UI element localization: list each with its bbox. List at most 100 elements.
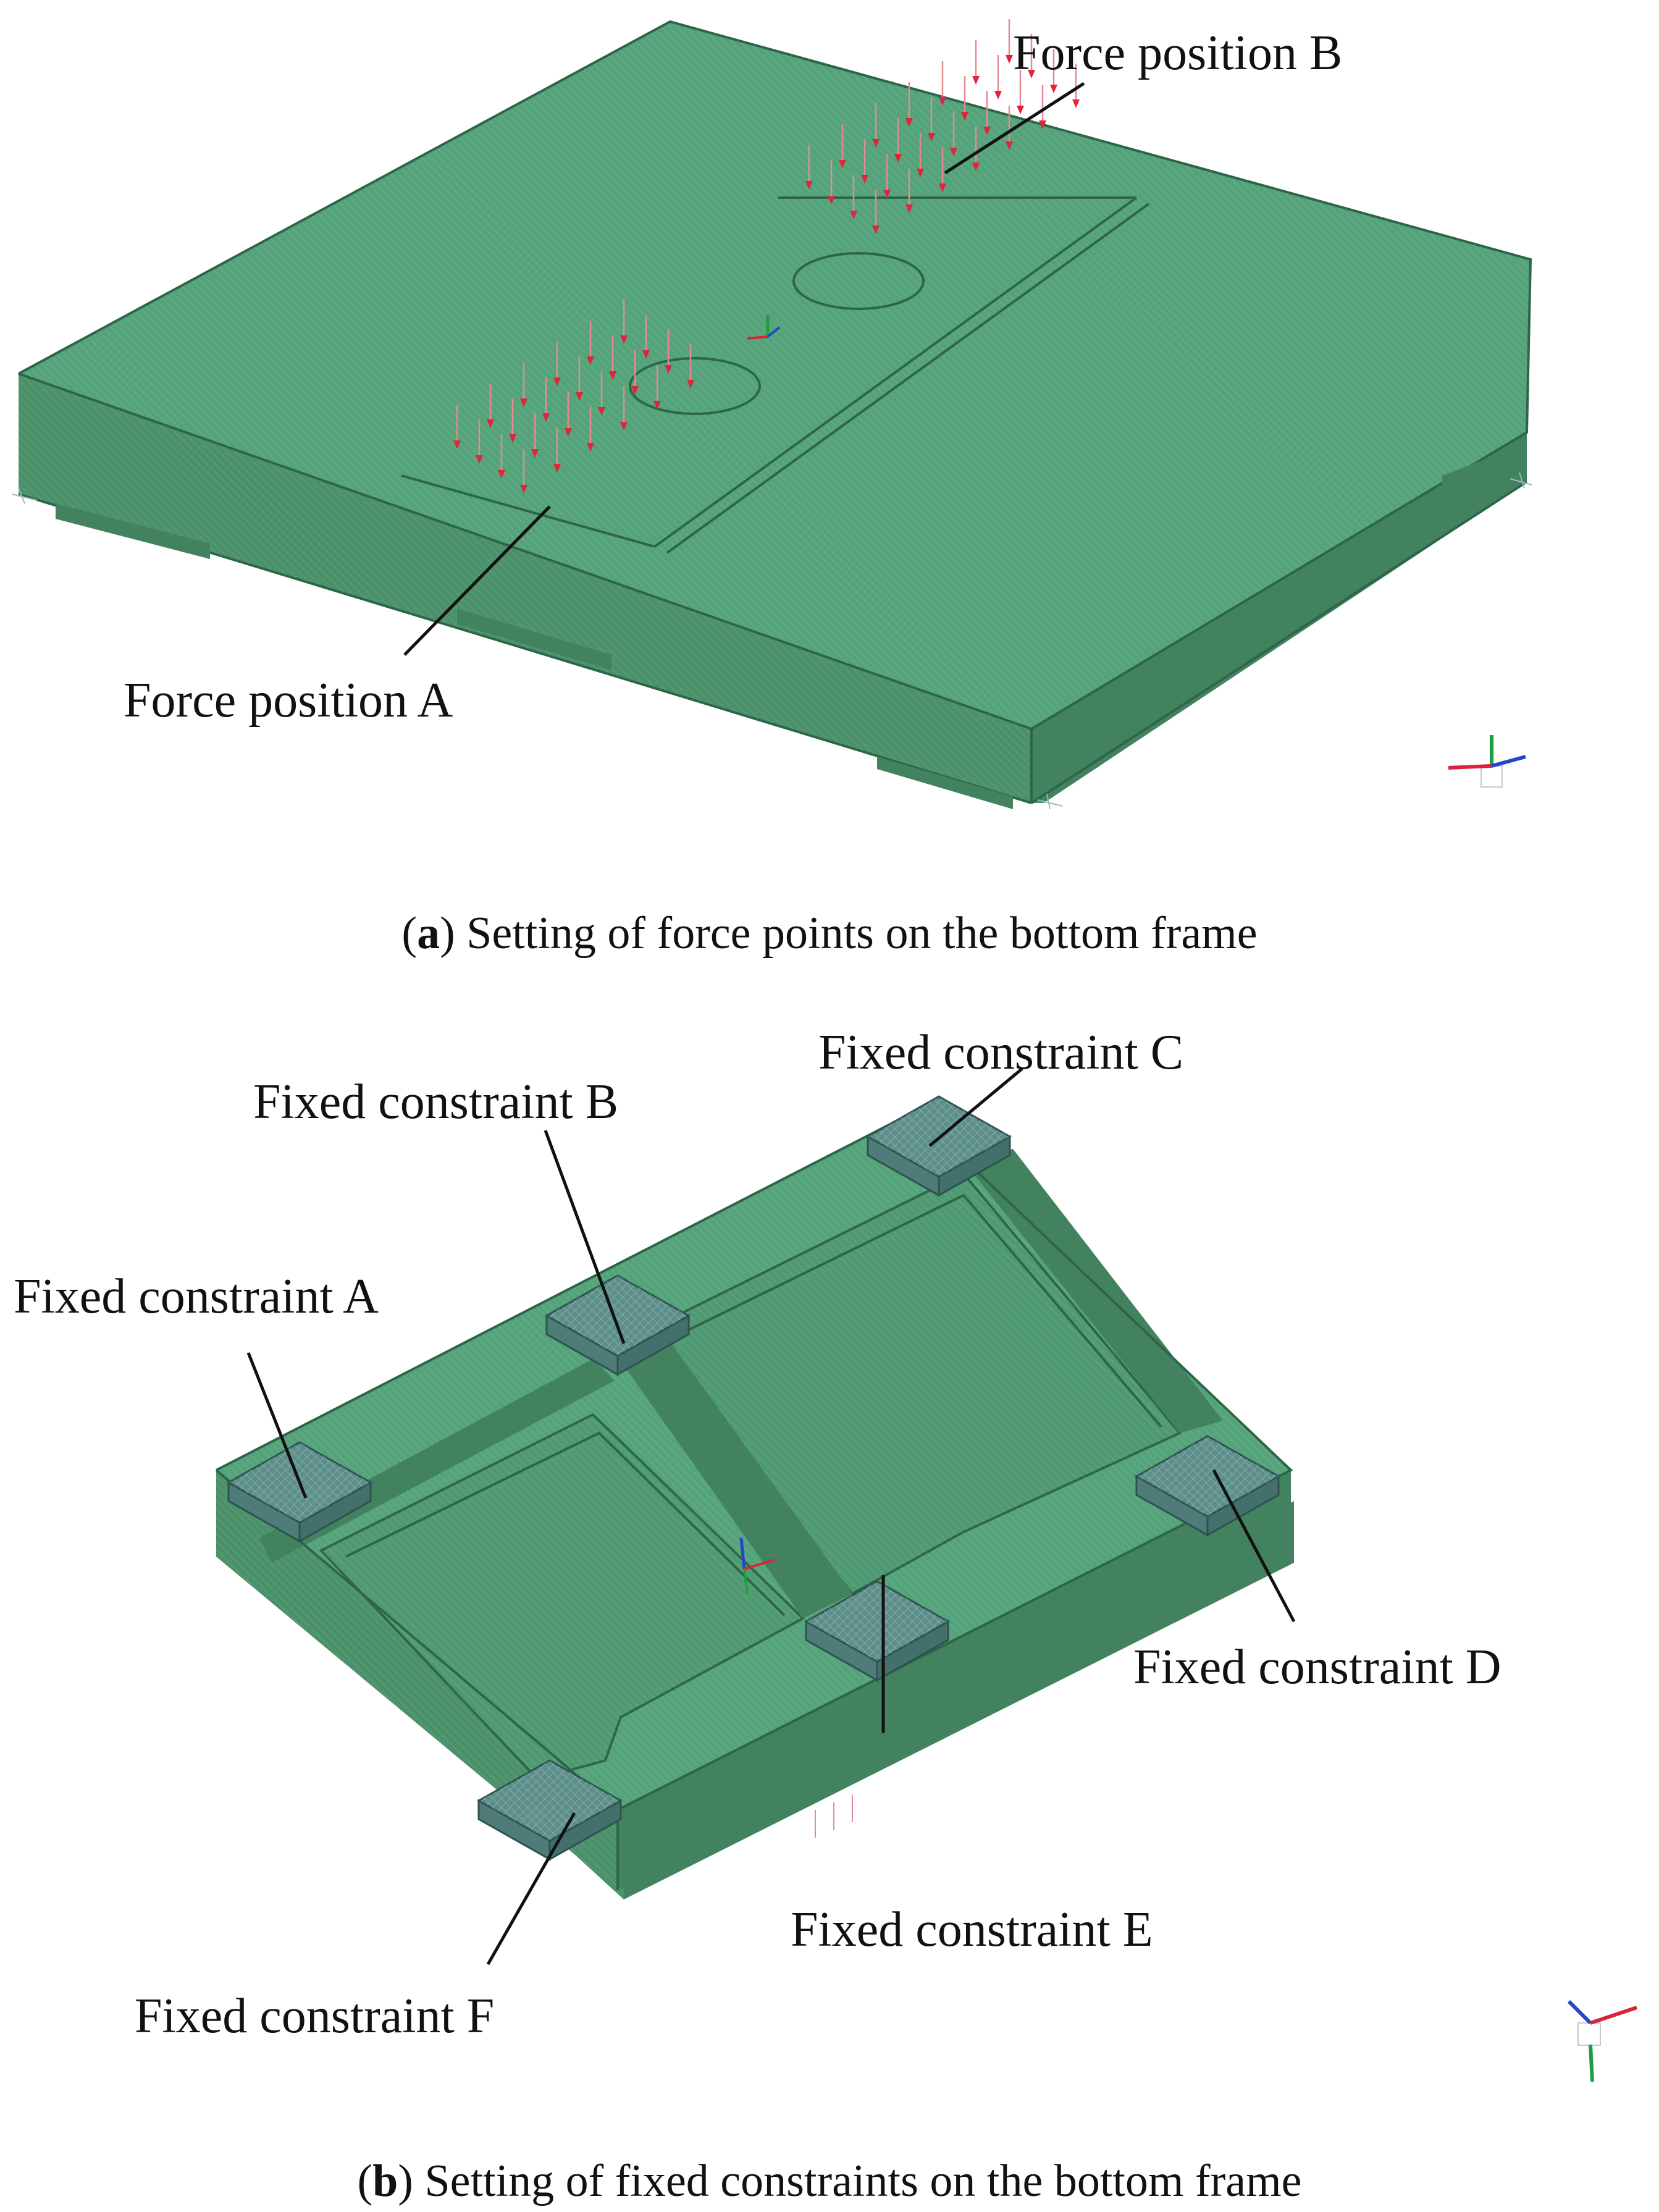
force-arrow-head [917,169,924,177]
force-arrow-head [642,350,650,359]
force-arrow-head [1039,120,1046,129]
pocket-right-rim [666,1193,1162,1428]
frame-b-outline [215,1110,1293,1812]
force-array-b [805,19,1080,234]
constraint-marks-a [12,472,1532,810]
leader-force-a [403,505,551,656]
force-arrow-head [872,139,880,148]
caption-b-text: Setting of fixed constraints on the bott… [424,2156,1301,2206]
label-fixed-constraint-b: Fixed constraint B [253,1075,618,1129]
force-arrow-head [1072,99,1080,108]
force-arrow-head [1050,85,1057,93]
constraint-pad-d [1134,1435,1281,1537]
center-axis-triad-icon-b [739,1537,776,1594]
force-array-a [453,300,694,494]
frame-side-right [1031,432,1527,803]
force-arrow-head [994,91,1002,99]
constraint-pad-b [544,1274,691,1376]
step-line-left [401,474,655,548]
leader-fixed-c [928,1067,1023,1147]
force-arrow-head [905,118,913,127]
label-fixed-constraint-d: Fixed constraint D [1133,1640,1501,1694]
force-arrow-head [872,225,880,234]
force-arrow-head [476,455,483,464]
constraint-pad-mesh [806,1581,948,1662]
leader-fixed-a [246,1352,308,1499]
force-arrow-head [553,464,561,473]
orientation-triad-icon-a [1448,735,1526,788]
force-arrow-head [453,440,461,449]
force-arrow-head [653,401,661,410]
frame-top-mesh-front [19,22,1531,729]
pocket-left-mesh [321,1415,803,1779]
ridge-line-1 [653,196,1138,548]
leader-fixed-f [486,1812,576,1966]
center-axis-triad-icon [747,315,781,340]
force-arrow-head [498,470,505,479]
label-fixed-constraint-e: Fixed constraint E [791,1903,1153,1957]
force-arrow-head [520,485,527,494]
central-rib [593,1303,852,1618]
force-arrow-head [620,422,628,431]
force-arrow-head [542,413,550,422]
force-arrow-head [576,392,583,401]
force-arrow-head [598,407,605,416]
foot-mid [457,608,611,670]
force-arrow-head [1017,106,1024,114]
frame-model-top-view [12,19,1532,810]
caption-a-text: Setting of force points on the bottom fr… [466,908,1257,959]
constraint-pad-f [476,1759,623,1861]
force-arrow-head [1006,55,1013,64]
force-arrow-head [939,97,946,106]
orientation-triad-icon-b [1567,2000,1637,2082]
force-arrow-head [850,211,857,219]
leader-force-b [944,82,1085,175]
panel-a: Force position A Force position B (a) Se… [12,19,1532,959]
frame-outline [18,20,1532,731]
caption-a: (a) Setting of force points on the botto… [401,908,1257,959]
frame-model-bottom-view [215,1095,1294,1899]
force-arrow-head [687,380,694,389]
caption-b: (b) Setting of fixed constraints on the … [357,2156,1301,2206]
constraint-pad-mesh [1136,1436,1279,1516]
frame-b-side-right-face [618,1470,1291,1890]
panel-b: Fixed constraint A Fixed constraint B Fi… [14,1025,1637,2206]
force-arrow-head [587,443,594,452]
pocket-left-rim [345,1431,786,1617]
force-arrow-head [565,428,572,437]
force-arrow-head [983,127,991,135]
force-arrow-head [905,204,913,213]
hole-left [629,357,761,415]
constraint-pad-e [804,1580,951,1682]
force-arrow-head [487,419,494,428]
force-arrow-head [972,162,980,171]
force-arrow-head [894,154,902,162]
leader-fixed-b [544,1130,626,1344]
force-arrow-head [553,377,561,386]
force-arrow-head [631,386,639,395]
force-arrow-head [665,365,672,374]
force-arrow-head [509,434,516,443]
frame-bottom-edge-right [1030,481,1528,804]
force-arrow-head [883,190,891,198]
force-arrow-head [972,76,980,85]
caption-b-letter: b [372,2156,398,2206]
force-arrow-head [609,371,616,380]
ridge-line-2 [666,203,1150,554]
force-hint-marks [815,1794,853,1838]
foot-left [56,503,210,559]
force-arrow-head [1006,141,1013,150]
label-fixed-constraint-f: Fixed constraint F [135,1989,494,2043]
force-arrow-head [961,112,968,120]
label-force-position-b: Force position B [1013,26,1342,80]
force-arrow-head [587,356,594,365]
constraint-pad-mesh [547,1276,689,1356]
force-arrow-head [828,196,835,204]
caption-a-letter: a [417,908,440,959]
label-fixed-constraint-c: Fixed constraint C [818,1025,1183,1080]
force-arrow-head [805,181,813,190]
force-arrow-head [939,183,946,192]
force-arrow-head [520,398,527,407]
force-arrow-head [839,160,846,169]
